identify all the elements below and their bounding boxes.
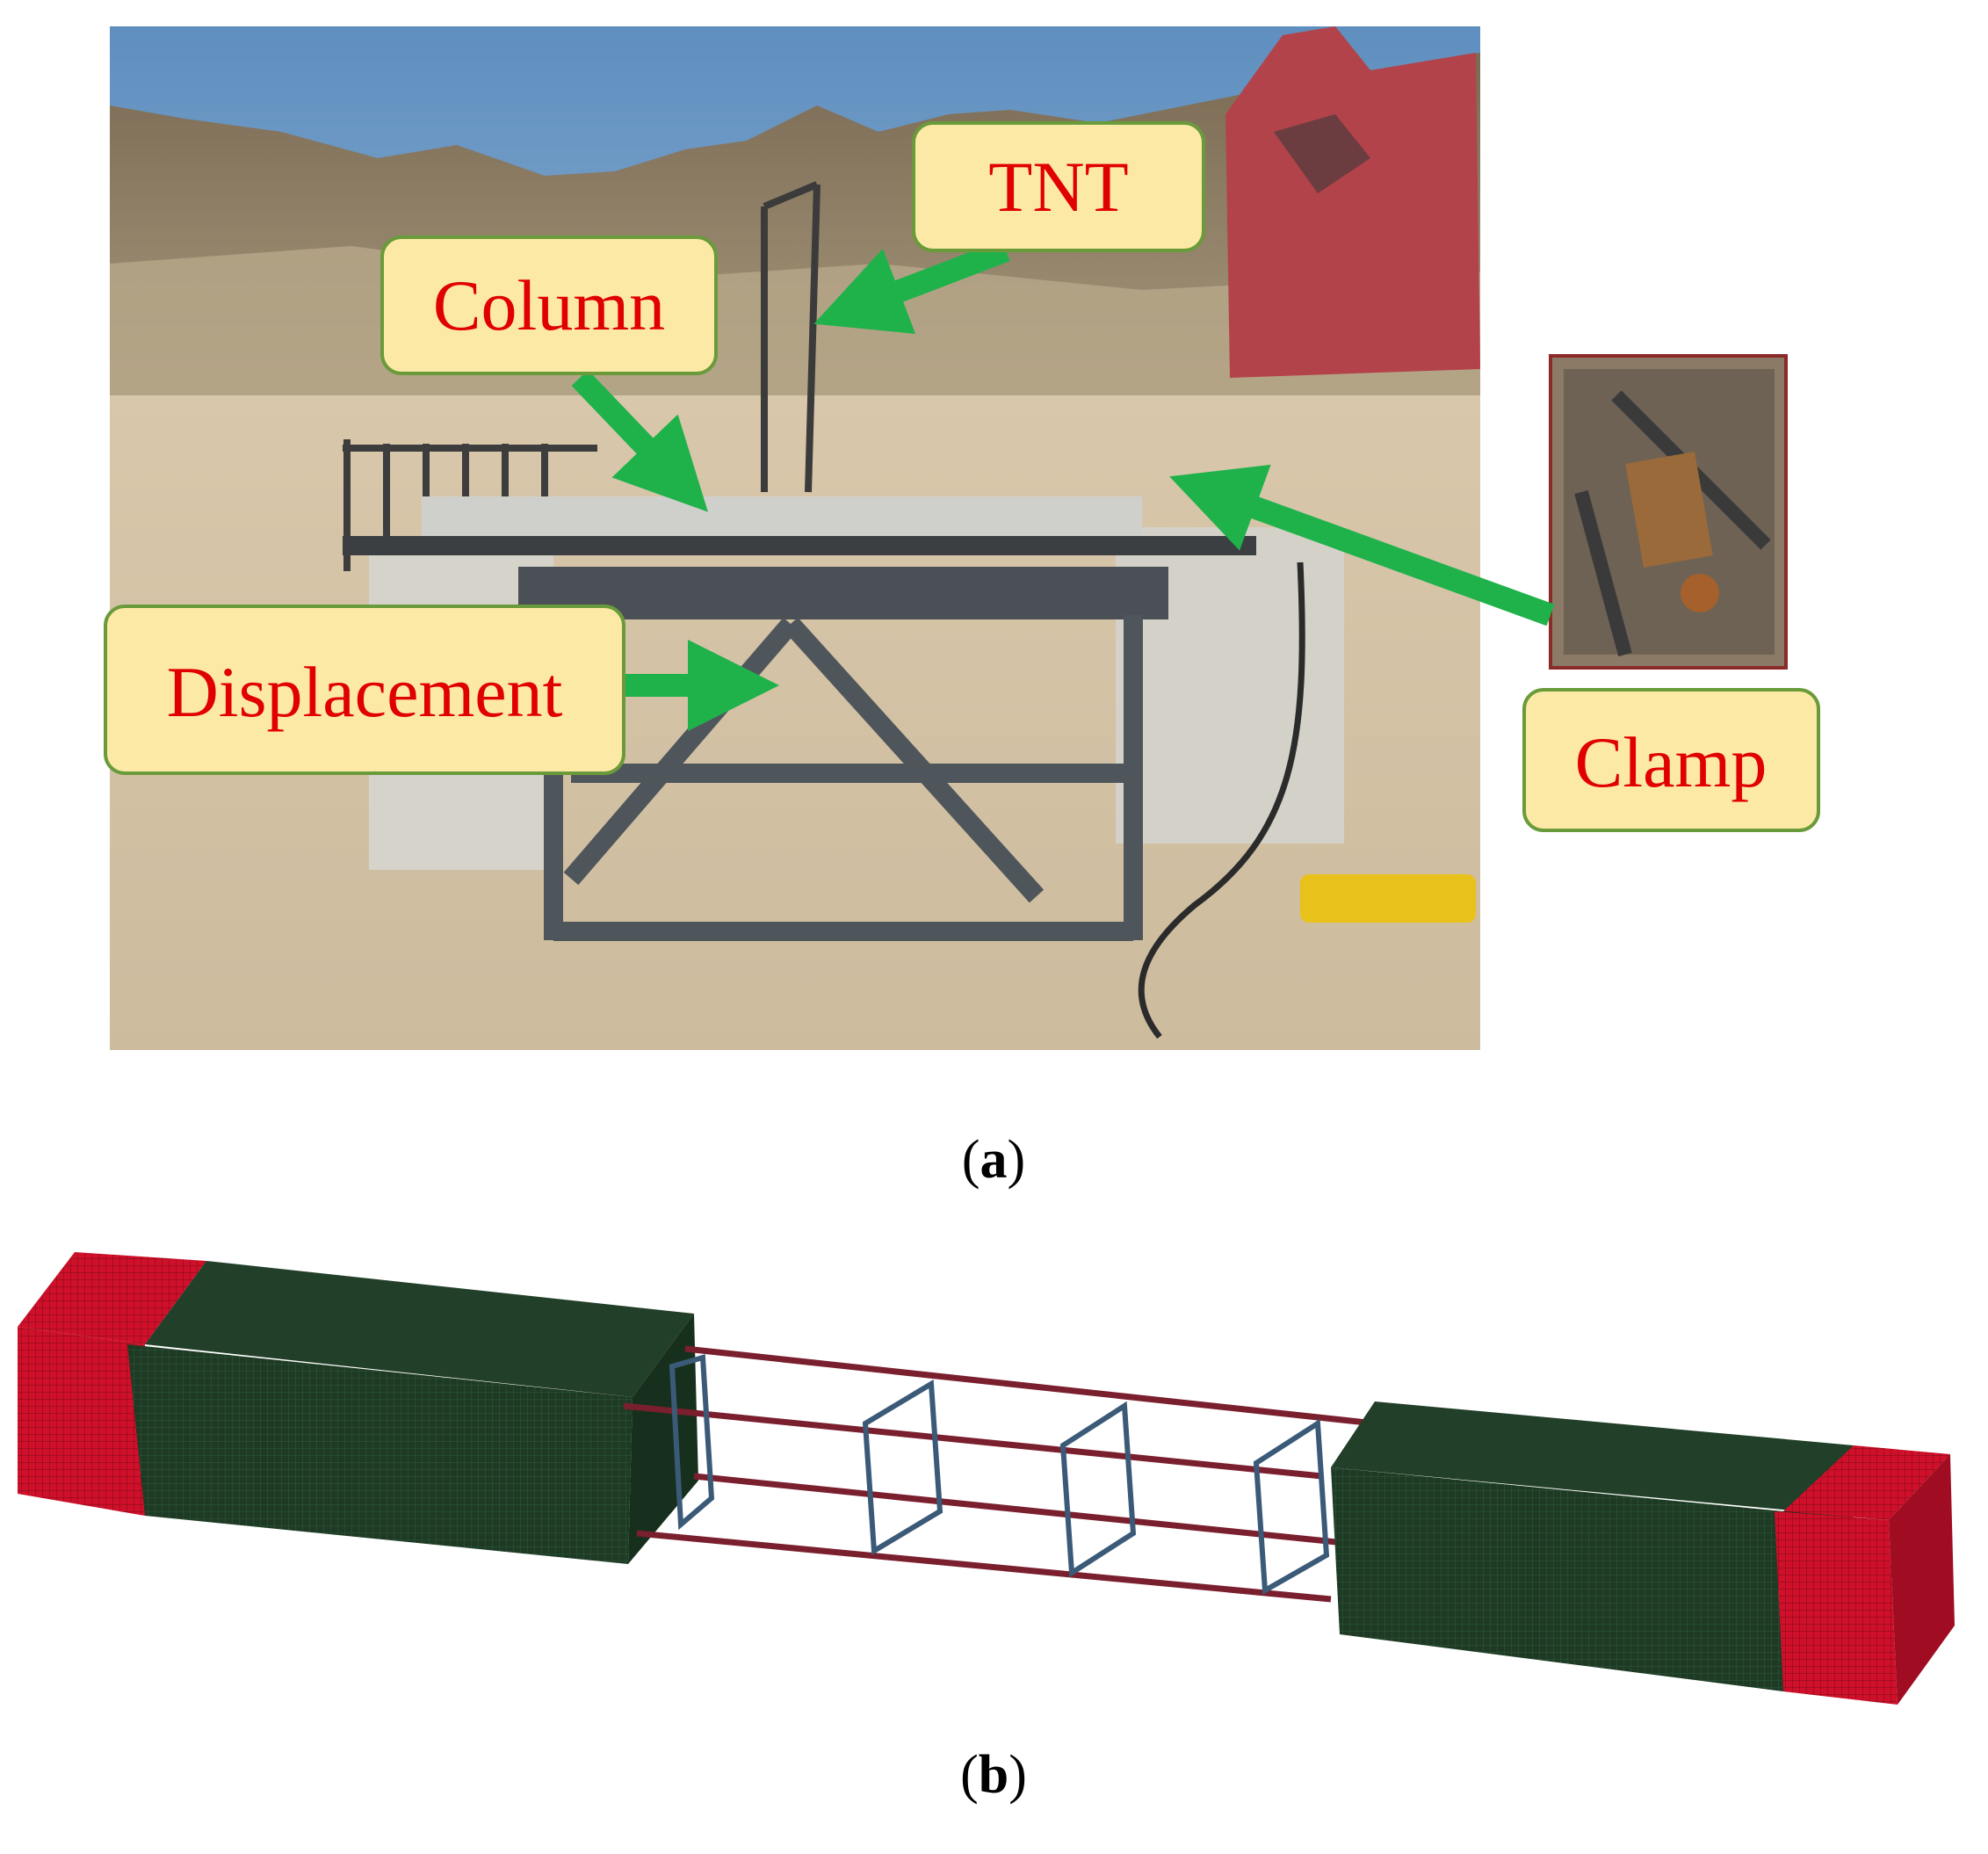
stirrup-1 — [669, 1354, 715, 1531]
rebar-cage — [623, 1345, 1380, 1603]
stirrup-3 — [1059, 1401, 1137, 1578]
arrow-column — [571, 370, 708, 512]
arrow-clamp — [1169, 464, 1555, 626]
caption-b: (b) — [906, 1744, 1081, 1807]
stirrup-4 — [1253, 1418, 1330, 1595]
right-concrete-block — [1331, 1401, 1955, 1705]
caption-a-close: ) — [1007, 1130, 1026, 1190]
callout-arrows — [571, 239, 1555, 731]
caption-a-open: ( — [961, 1130, 980, 1190]
clamp-inset-photo — [1549, 354, 1788, 670]
callout-displacement: Displacement — [104, 605, 625, 775]
left-concrete-block — [18, 1252, 698, 1564]
caption-b-letter: b — [978, 1745, 1009, 1805]
caption-b-close: ) — [1008, 1745, 1027, 1805]
field-photo — [110, 26, 1480, 1050]
label-column: Column — [433, 265, 665, 345]
caption-a-letter: a — [980, 1130, 1008, 1190]
caption-a: (a) — [906, 1129, 1081, 1191]
stirrup-2 — [862, 1379, 943, 1556]
label-tnt: TNT — [988, 147, 1128, 227]
arrow-tnt — [813, 239, 1010, 334]
callout-clamp: Clamp — [1522, 688, 1820, 832]
panel-b-fe-model — [18, 1252, 1955, 1705]
callout-tnt: TNT — [912, 121, 1205, 252]
callout-column: Column — [380, 235, 718, 375]
caption-b-open: ( — [960, 1745, 979, 1805]
label-displacement: Displacement — [167, 652, 563, 732]
panel-a-photo-figure: TNT Column Displacement Clamp — [104, 26, 1820, 1050]
label-clamp: Clamp — [1575, 722, 1768, 802]
